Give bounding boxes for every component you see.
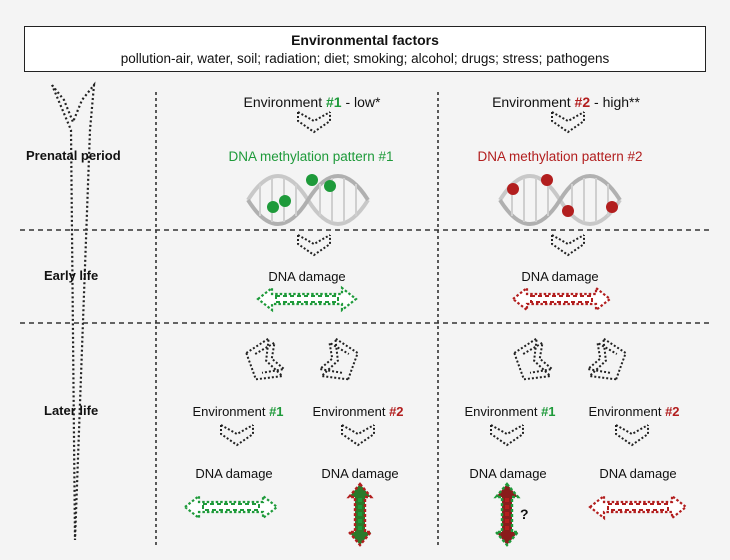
header-factors: pollution-air, water, soil; radiation; d…: [120, 51, 610, 66]
later-environment-1-left: Environment #1: [192, 404, 283, 419]
methylation-mark-red: [606, 201, 618, 213]
environment-high-suffix: - high**: [590, 94, 640, 110]
environmental-factors-box: Environmental factors pollution-air, wat…: [24, 26, 706, 72]
methylation-pattern-2: DNA methylation pattern #2: [477, 149, 643, 164]
methylation-mark-red: [507, 183, 519, 195]
dna-damage-label: DNA damage: [599, 466, 677, 481]
environment-number-1: #1: [269, 404, 284, 419]
environment-low-suffix: - low*: [341, 94, 381, 110]
environment-word: Environment: [492, 94, 571, 110]
environment-word: Environment: [588, 404, 662, 419]
methylation-mark-red: [562, 205, 574, 217]
chevron-down-icon: [297, 111, 331, 133]
later-environment-2-left: Environment #2: [312, 404, 403, 419]
methylation-mark-green: [279, 195, 291, 207]
chevron-down-icon: [551, 111, 585, 133]
methylation-pattern-1: DNA methylation pattern #1: [228, 149, 394, 164]
chevron-down-icon: [490, 424, 524, 446]
uncertain-mark: ?: [520, 506, 529, 522]
vertical-arrow-green-red: [346, 482, 374, 547]
chevron-down-icon: [615, 424, 649, 446]
timeline-arrow: [50, 81, 96, 541]
chevron-down-icon: [341, 424, 375, 446]
branch-chevron-icon: [511, 336, 556, 386]
environment-word: Environment: [312, 404, 386, 419]
double-arrow-red: [511, 285, 612, 313]
stage-early-label: Early life: [44, 268, 99, 283]
environment-number-1: #1: [326, 94, 342, 110]
dna-damage-label: DNA damage: [195, 466, 273, 481]
double-arrow-red: [588, 493, 688, 521]
environment-high-label: Environment #2 - high**: [492, 94, 640, 110]
environment-word: Environment: [464, 404, 538, 419]
methylation-mark-green: [306, 174, 318, 186]
dna-damage-label: DNA damage: [521, 269, 599, 284]
dna-damage-label: DNA damage: [321, 466, 399, 481]
dna-helix-icon: [246, 174, 370, 226]
environment-number-1: #1: [541, 404, 556, 419]
later-environment-2-right: Environment #2: [588, 404, 679, 419]
stage-later-label: Later life: [44, 403, 99, 418]
dna-damage-label: DNA damage: [469, 466, 547, 481]
double-arrow-green: [183, 493, 279, 521]
branch-chevron-icon: [584, 336, 629, 386]
environment-word: Environment: [243, 94, 323, 110]
header-title: Environmental factors: [291, 32, 439, 48]
chevron-down-icon: [220, 424, 254, 446]
double-arrow-green: [256, 285, 358, 313]
branch-chevron-icon: [243, 336, 288, 386]
environment-low-label: Environment #1 - low*: [244, 94, 381, 110]
stage-prenatal-label: Prenatal period: [26, 148, 121, 163]
later-environment-1-right: Environment #1: [464, 404, 555, 419]
environment-word: Environment: [192, 404, 266, 419]
chevron-down-icon: [297, 234, 331, 256]
dna-helix-icon: [498, 174, 622, 226]
chevron-down-icon: [551, 234, 585, 256]
methylation-mark-red: [541, 174, 553, 186]
methylation-mark-green: [324, 180, 336, 192]
environment-number-2: #2: [665, 404, 680, 419]
branch-chevron-icon: [316, 336, 361, 386]
dna-damage-label: DNA damage: [268, 269, 346, 284]
vertical-arrow-red-green: [493, 482, 521, 547]
environment-number-2: #2: [574, 94, 591, 110]
environment-number-2: #2: [389, 404, 404, 419]
methylation-mark-green: [267, 201, 279, 213]
